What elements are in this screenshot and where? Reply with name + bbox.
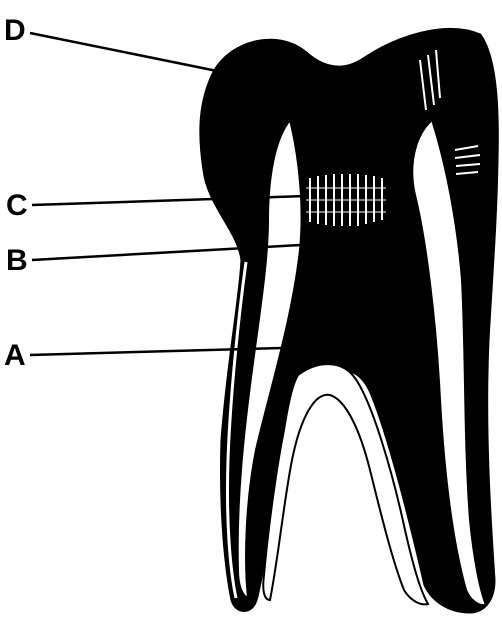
- label-c: C: [6, 189, 28, 222]
- label-a: A: [4, 339, 26, 372]
- label-d: D: [4, 14, 26, 47]
- label-b: B: [6, 244, 28, 277]
- leader-line-d: [30, 33, 222, 72]
